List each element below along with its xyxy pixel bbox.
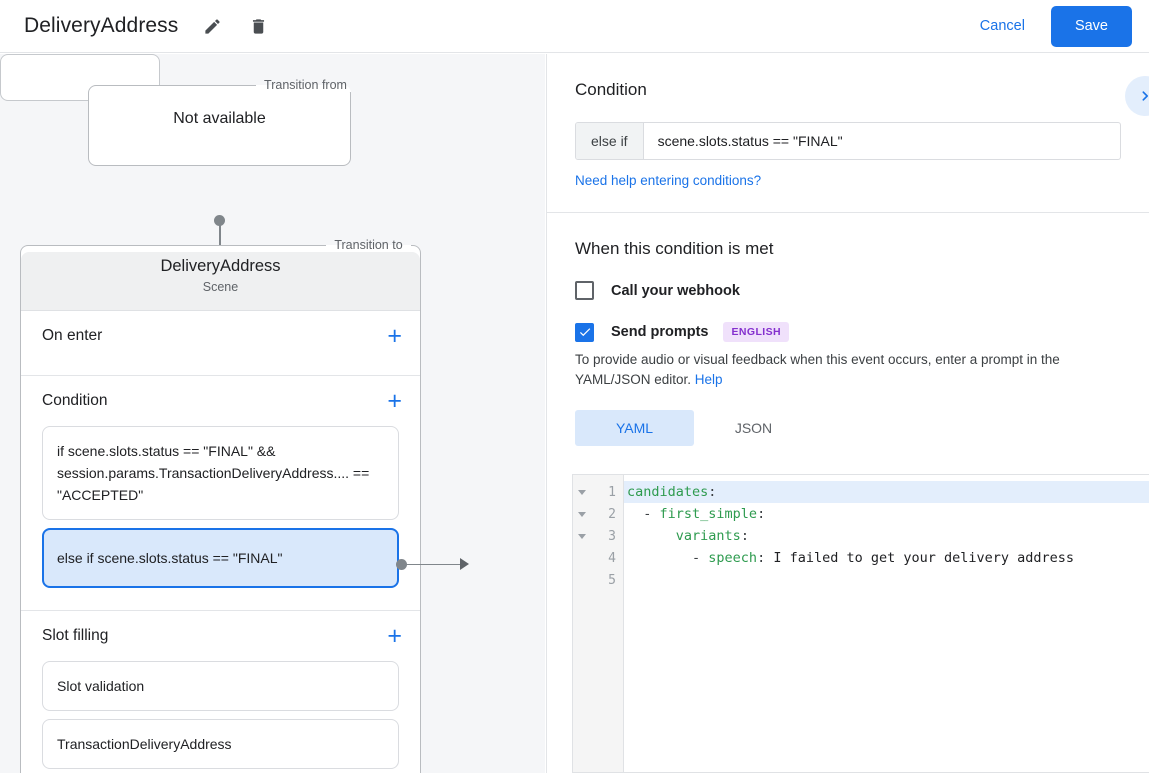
- section-header-on-enter: On enter +: [21, 311, 420, 361]
- fold-triangle-icon[interactable]: [573, 533, 591, 539]
- connector-line-horizontal: [401, 563, 463, 565]
- line-number: 4: [608, 550, 616, 566]
- section-title: On enter: [42, 327, 103, 344]
- prompts-help-link[interactable]: Help: [694, 372, 723, 387]
- top-app-bar: DeliveryAddress Cancel Save: [0, 0, 1149, 53]
- editor-code-line: - speech: I failed to get your delivery …: [627, 550, 1075, 566]
- transition-to-node[interactable]: Transition to DeliveryAddress Scene On e…: [20, 238, 421, 773]
- add-slot-button[interactable]: +: [387, 621, 402, 650]
- section-slot-filling: Slot filling + Slot validation Transacti…: [21, 611, 420, 773]
- fold-triangle-icon[interactable]: [573, 511, 591, 517]
- prompts-description: To provide audio or visual feedback when…: [575, 350, 1121, 390]
- condition-help-link[interactable]: Need help entering conditions?: [575, 173, 762, 188]
- line-number: 3: [608, 528, 616, 544]
- page-title: DeliveryAddress: [24, 14, 179, 37]
- slot-item-validation[interactable]: Slot validation: [42, 661, 399, 711]
- condition-heading: Condition: [575, 80, 647, 99]
- tab-yaml[interactable]: YAML: [575, 410, 694, 446]
- scene-name: DeliveryAddress: [160, 257, 281, 275]
- section-header-slot-filling: Slot filling +: [21, 611, 420, 661]
- send-prompts-checkbox-row[interactable]: Send prompts ENGLISH: [575, 322, 1121, 342]
- add-on-enter-button[interactable]: +: [387, 321, 402, 350]
- scene-type: Scene: [202, 280, 239, 294]
- cancel-button[interactable]: Cancel: [966, 9, 1039, 43]
- send-prompts-label: Send prompts: [611, 324, 709, 340]
- chevron-right-icon[interactable]: [1125, 76, 1149, 116]
- fold-triangle-icon[interactable]: [573, 489, 591, 495]
- webhook-checkbox-row[interactable]: Call your webhook: [575, 281, 1121, 300]
- transition-to-legend: Transition to: [334, 238, 403, 252]
- section-title: Condition: [42, 392, 108, 409]
- format-tabs: YAML JSON: [575, 410, 1121, 446]
- editor-code-line: candidates:: [624, 481, 1149, 503]
- condition-section: Condition else if scene.slots.status == …: [547, 54, 1149, 213]
- editor-line-number: 3: [573, 525, 623, 547]
- connector-arrow-right: [460, 558, 469, 570]
- editor-code-line: - first_simple:: [627, 506, 766, 522]
- slot-item-transaction[interactable]: TransactionDeliveryAddress: [42, 719, 399, 769]
- transition-from-value: Not available: [173, 110, 266, 127]
- trash-icon[interactable]: [246, 14, 270, 38]
- editor-line-number: 5: [573, 569, 623, 591]
- editor-code-line: variants:: [675, 528, 749, 544]
- condition-input-row[interactable]: else if scene.slots.status == "FINAL": [575, 122, 1121, 160]
- when-condition-met-section: When this condition is met Call your web…: [547, 213, 1149, 446]
- send-prompts-checkbox[interactable]: [575, 322, 594, 342]
- prompts-description-text: To provide audio or visual feedback when…: [575, 352, 1060, 387]
- add-condition-button[interactable]: +: [387, 386, 402, 415]
- line-number: 5: [608, 572, 616, 588]
- yaml-editor[interactable]: 1 2 3 4 5 candidates: - first_simple: varian…: [572, 474, 1149, 773]
- section-condition: Condition + if scene.slots.status == "FI…: [21, 376, 420, 611]
- webhook-label: Call your webhook: [611, 282, 740, 299]
- transition-from-node[interactable]: Transition from Not available: [88, 78, 351, 166]
- flow-canvas[interactable]: Transition from Not available Transition…: [0, 54, 545, 773]
- editor-code-line: [624, 569, 1149, 591]
- language-badge: ENGLISH: [723, 322, 789, 342]
- transition-from-legend: Transition from: [264, 78, 347, 92]
- section-header-condition: Condition +: [21, 376, 420, 426]
- editor-line-number: 1: [573, 481, 623, 503]
- pencil-icon[interactable]: [200, 14, 224, 38]
- scene-header: DeliveryAddress Scene: [21, 247, 420, 311]
- editor-line-number: 4: [573, 547, 623, 569]
- section-on-enter: On enter +: [21, 311, 420, 376]
- when-met-heading: When this condition is met: [575, 239, 774, 258]
- condition-item[interactable]: if scene.slots.status == "FINAL" && sess…: [42, 426, 399, 520]
- tab-json[interactable]: JSON: [734, 420, 773, 436]
- save-button[interactable]: Save: [1050, 5, 1132, 47]
- condition-item-selected[interactable]: else if scene.slots.status == "FINAL": [42, 528, 399, 588]
- editor-code-area[interactable]: candidates: - first_simple: variants: - …: [624, 475, 1149, 772]
- condition-expression-input[interactable]: scene.slots.status == "FINAL": [657, 133, 843, 149]
- condition-prefix: else if: [576, 123, 644, 159]
- editor-line-number: 2: [573, 503, 623, 525]
- line-number: 2: [608, 506, 616, 522]
- line-number: 1: [608, 484, 616, 500]
- editor-gutter: 1 2 3 4 5: [573, 475, 624, 772]
- section-title: Slot filling: [42, 627, 109, 644]
- webhook-checkbox[interactable]: [575, 281, 594, 300]
